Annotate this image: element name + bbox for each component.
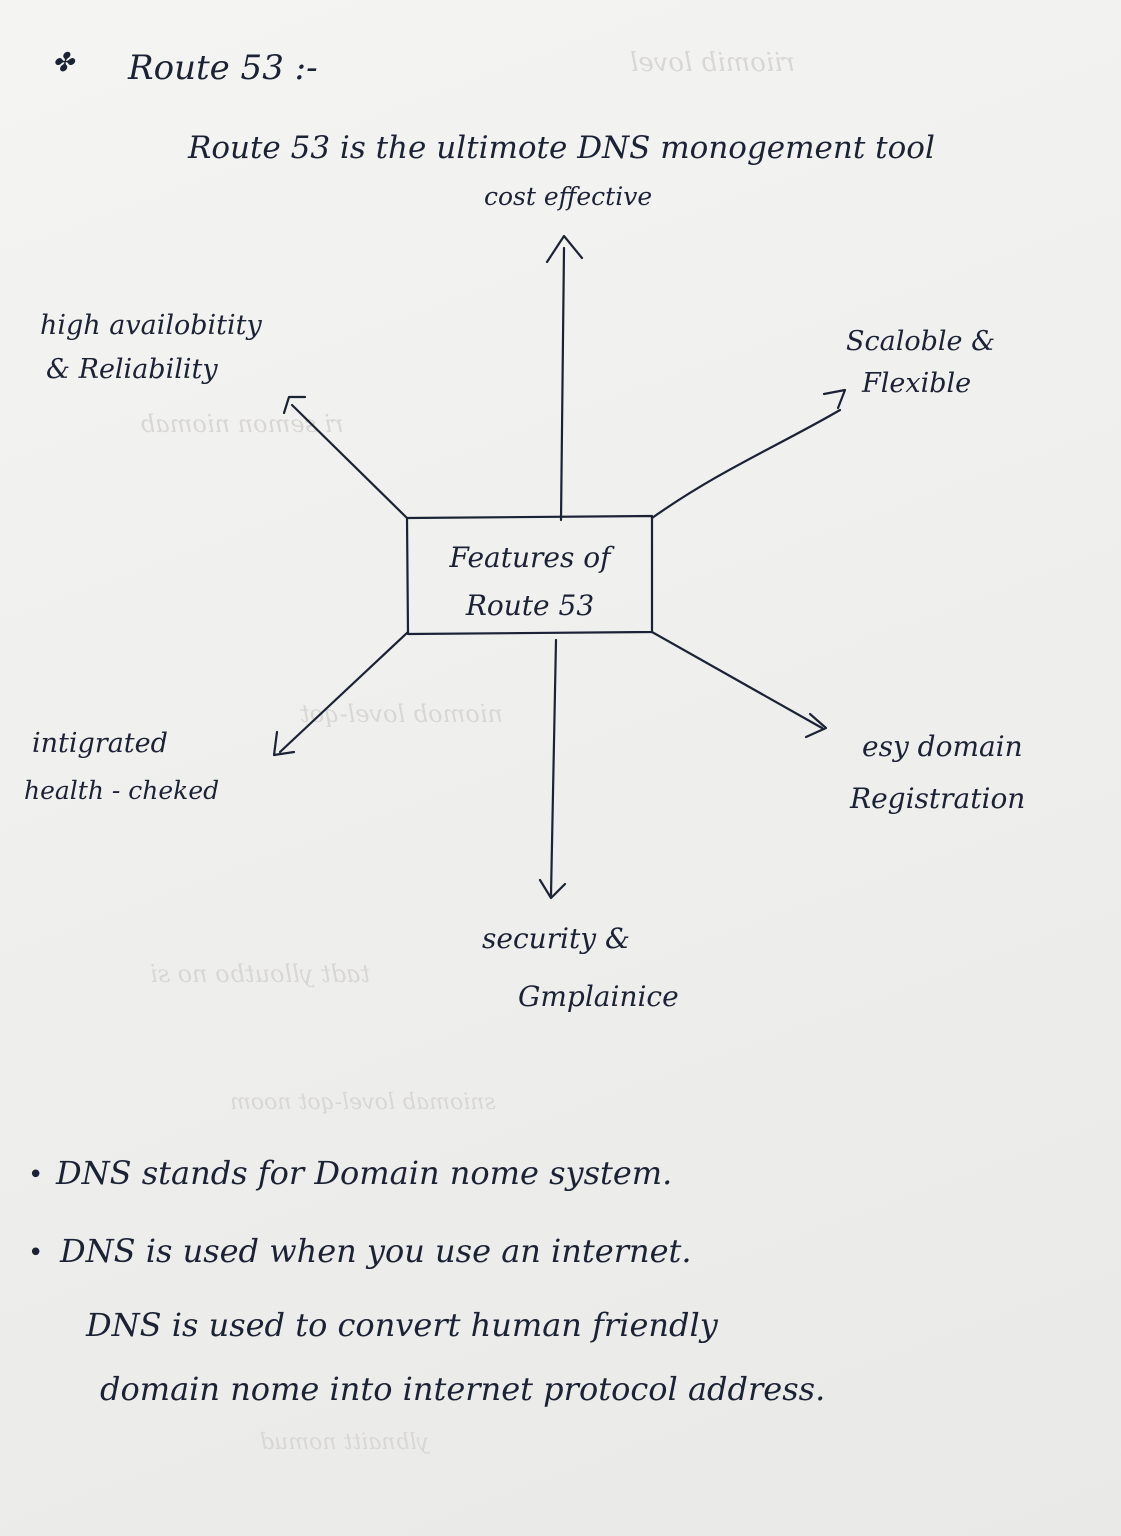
arrow-head-top-left bbox=[282, 395, 307, 415]
feature-domain-registration-line2: Registration bbox=[850, 782, 1026, 815]
note-line-3: DNS is used to convert human friendly bbox=[86, 1306, 718, 1344]
arrow-head-bottom-left bbox=[272, 730, 296, 757]
feature-availability-line2: & Reliability bbox=[46, 354, 218, 385]
feature-scalable-line2: Flexible bbox=[862, 368, 972, 399]
connector-bottom-left bbox=[278, 630, 410, 754]
intro-text: Route 53 is the ultimote DNS monogement … bbox=[188, 130, 935, 166]
arrow-head-top-right bbox=[822, 388, 847, 410]
feature-health-checks-line1: intigrated bbox=[32, 728, 168, 759]
arrow-head-bottom bbox=[538, 878, 567, 900]
note-bullet-2: • bbox=[28, 1238, 44, 1268]
center-box-line1: Features of bbox=[449, 541, 611, 574]
note-line-2: DNS is used when you use an internet. bbox=[60, 1232, 692, 1270]
feature-security-line2: Gmplainice bbox=[518, 980, 679, 1013]
page-heading: Route 53 :- bbox=[128, 48, 318, 88]
note-line-4: domain nome into internet protocol addre… bbox=[100, 1370, 826, 1408]
connector-top-left bbox=[290, 403, 409, 520]
bleed-through-text: ylbnaitt nomud bbox=[260, 1430, 430, 1455]
connector-bottom bbox=[549, 638, 558, 897]
feature-cost-effective: cost effective bbox=[484, 182, 653, 211]
arrow-head-top bbox=[545, 234, 584, 264]
feature-security-line1: security & bbox=[482, 922, 630, 955]
arrow-head-bottom-right bbox=[804, 712, 828, 739]
feature-availability-line1: high availobitity bbox=[40, 310, 262, 341]
feature-scalable-line1: Scaloble & bbox=[846, 326, 996, 357]
feature-domain-registration-line1: esy domain bbox=[862, 730, 1023, 763]
heading-bullet-icon: ✤ bbox=[52, 48, 74, 78]
connector-bottom-right bbox=[650, 630, 824, 730]
center-box-label: Features of Route 53 bbox=[408, 534, 652, 630]
note-bullet-1: • bbox=[28, 1160, 44, 1190]
note-line-1: DNS stands for Domain nome system. bbox=[56, 1154, 673, 1192]
connector-top bbox=[559, 246, 566, 522]
feature-health-checks-line2: health - cheked bbox=[24, 776, 220, 805]
center-box-line2: Route 53 bbox=[465, 589, 595, 622]
connector-top-right bbox=[650, 408, 842, 520]
